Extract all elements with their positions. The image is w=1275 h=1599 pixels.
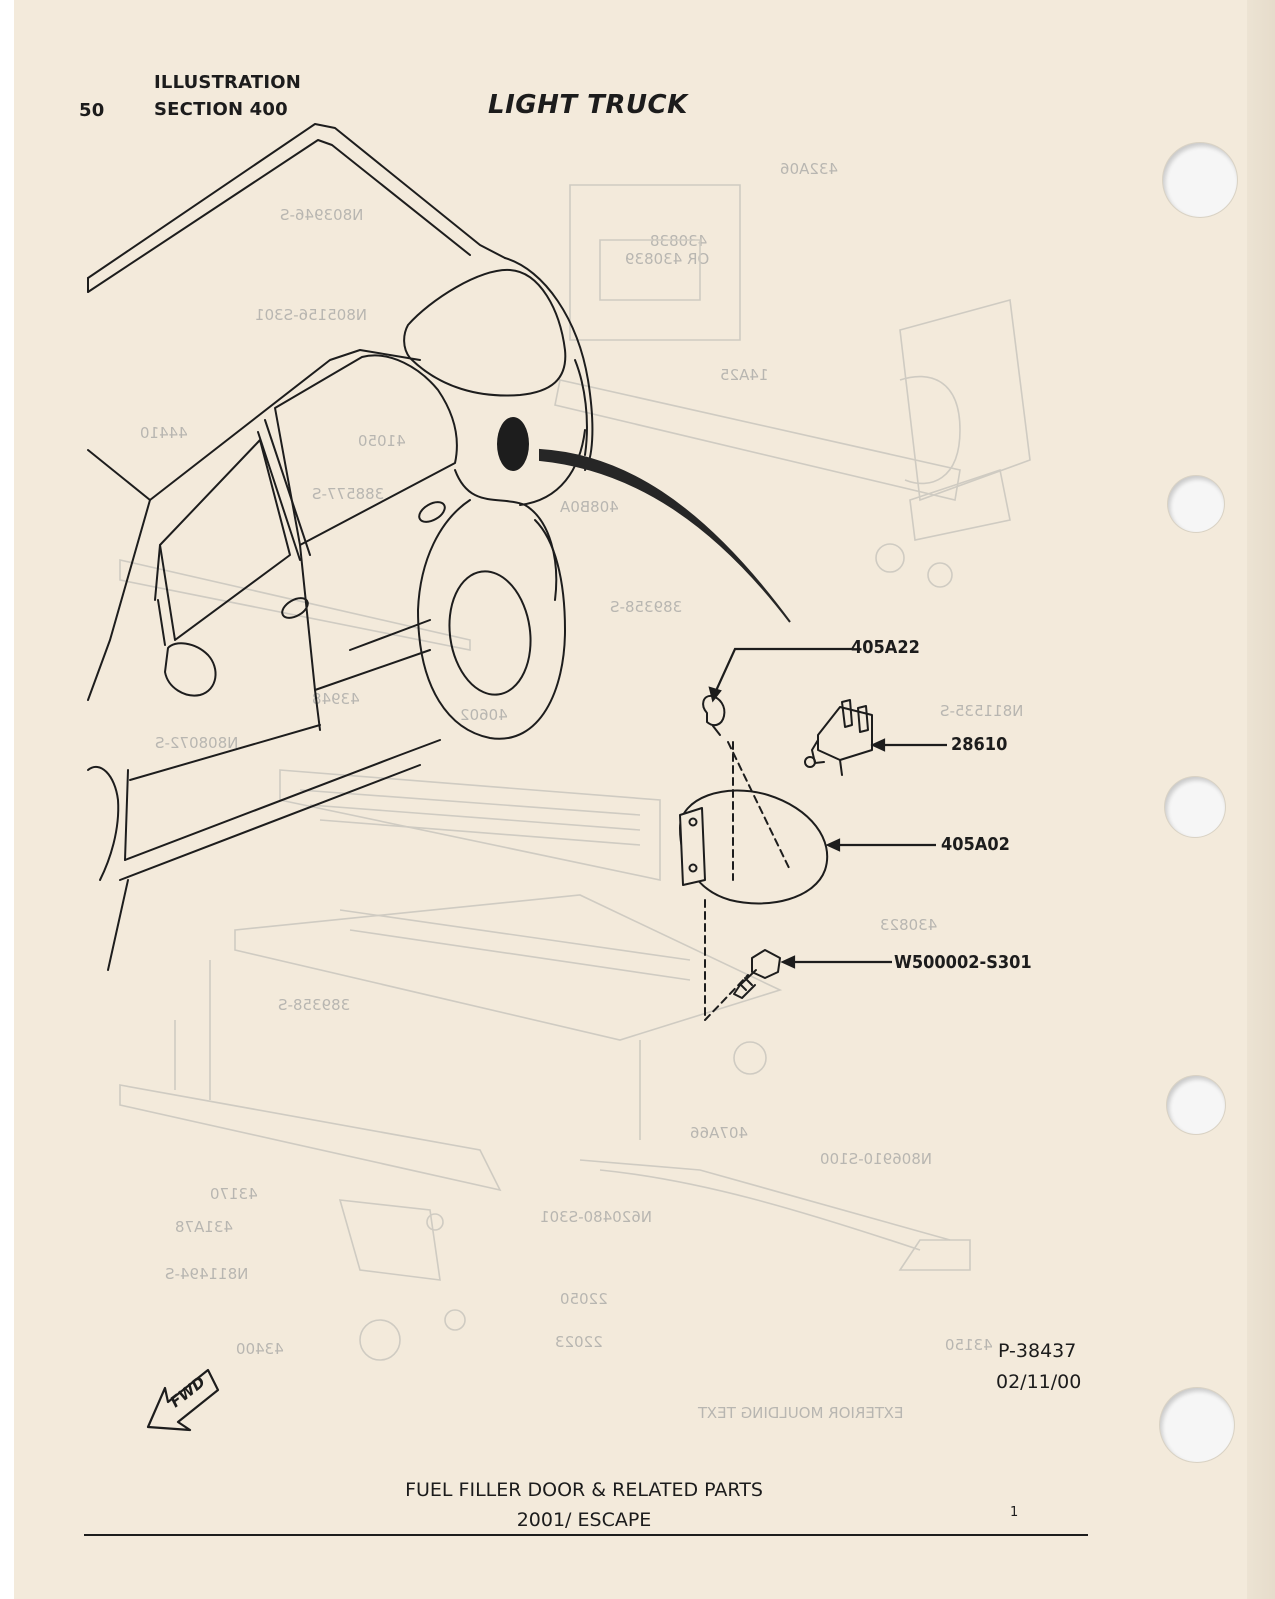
fuel-door-location — [497, 417, 529, 471]
vehicle-outline — [87, 123, 594, 971]
footer-mark: 1 — [1010, 1505, 1019, 1520]
page-left-edge — [0, 0, 14, 1599]
punch-hole-2 — [1168, 476, 1224, 532]
footer-title: FUEL FILLER DOOR & RELATED PARTS — [405, 1479, 763, 1501]
parts-group — [679, 694, 873, 1021]
punch-hole-4 — [1167, 1076, 1225, 1134]
punch-hole-1 — [1163, 143, 1237, 217]
section-label: SECTION 400 — [154, 99, 288, 120]
punch-hole-5 — [1160, 1388, 1234, 1462]
callout-W500002-S301: W500002-S301 — [894, 952, 1032, 973]
callout-28610: 28610 — [951, 734, 1008, 755]
page-right-edge — [1247, 0, 1275, 1599]
page-number: 50 — [79, 100, 105, 121]
punch-hole-3 — [1165, 777, 1225, 837]
exploded-view-swoosh — [539, 448, 791, 623]
bleed-through-drawing — [119, 184, 1031, 1361]
illustration-label: ILLUSTRATION — [154, 72, 301, 93]
illustration-reference-code: P-38437 — [998, 1340, 1077, 1362]
footer-subtitle: 2001/ ESCAPE — [516, 1509, 652, 1531]
page-title: LIGHT TRUCK — [488, 90, 688, 120]
illustration-date: 02/11/00 — [996, 1371, 1082, 1393]
callout-405A22: 405A22 — [851, 637, 920, 658]
leader-lines — [708, 647, 947, 969]
fwd-arrow-icon — [146, 1368, 220, 1432]
callout-405A02: 405A02 — [941, 834, 1010, 855]
